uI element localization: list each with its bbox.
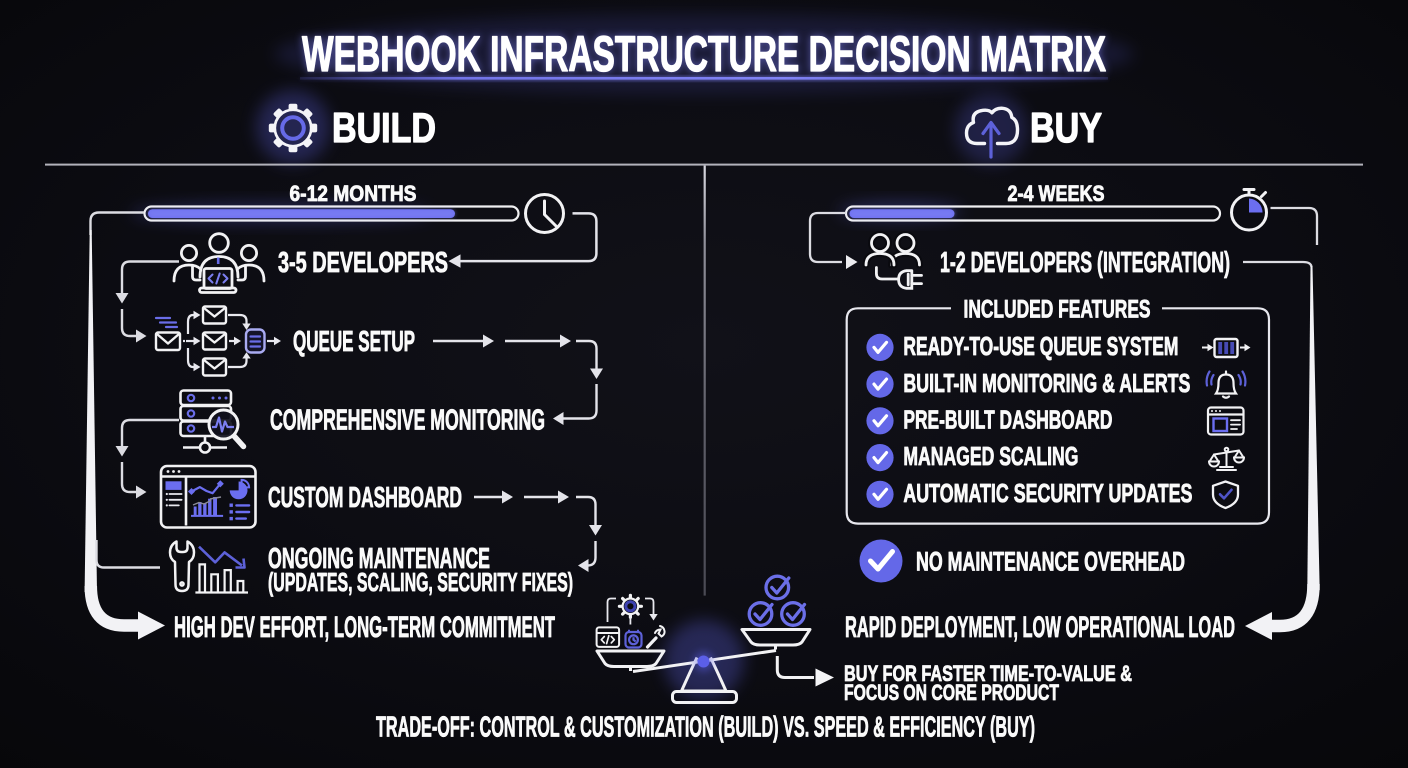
svg-text:NO MAINTENANCE OVERHEAD: NO MAINTENANCE OVERHEAD xyxy=(916,547,1185,577)
svg-text:CUSTOM DASHBOARD: CUSTOM DASHBOARD xyxy=(268,482,462,514)
svg-text:BUILD: BUILD xyxy=(332,104,436,151)
svg-text:COMPREHENSIVE MONITORING: COMPREHENSIVE MONITORING xyxy=(270,405,545,437)
svg-text:AUTOMATIC SECURITY UPDATES: AUTOMATIC SECURITY UPDATES xyxy=(903,480,1192,508)
svg-text:READY-TO-USE QUEUE SYSTEM: READY-TO-USE QUEUE SYSTEM xyxy=(903,333,1178,361)
svg-text:WEBHOOK INFRASTRUCTURE DECISIO: WEBHOOK INFRASTRUCTURE DECISION MATRIX xyxy=(302,26,1106,82)
svg-text:BUY: BUY xyxy=(1030,104,1102,151)
svg-text:HIGH DEV EFFORT, LONG-TERM COM: HIGH DEV EFFORT, LONG-TERM COMMITMENT xyxy=(174,611,555,644)
svg-text:BUY FOR FASTER TIME-TO-VALUE &: BUY FOR FASTER TIME-TO-VALUE & xyxy=(844,661,1132,686)
svg-text:PRE-BUILT DASHBOARD: PRE-BUILT DASHBOARD xyxy=(903,407,1112,435)
svg-text:1-2 DEVELOPERS (INTEGRATION): 1-2 DEVELOPERS (INTEGRATION) xyxy=(940,247,1230,279)
svg-text:WEBHOOK INFRASTRUCTURE DECISIO: WEBHOOK INFRASTRUCTURE DECISION MATRIX xyxy=(302,26,1106,82)
svg-text:FOCUS ON CORE PRODUCT: FOCUS ON CORE PRODUCT xyxy=(844,680,1059,705)
svg-text:ONGOING MAINTENANCE: ONGOING MAINTENANCE xyxy=(268,543,490,575)
svg-text:TRADE-OFF: CONTROL & CUSTOMIZA: TRADE-OFF: CONTROL & CUSTOMIZATION (BUIL… xyxy=(376,712,1035,744)
svg-text:BUILT-IN MONITORING & ALERTS: BUILT-IN MONITORING & ALERTS xyxy=(903,370,1190,398)
svg-text:MANAGED SCALING: MANAGED SCALING xyxy=(903,443,1078,471)
svg-text:RAPID DEPLOYMENT, LOW OPERATIO: RAPID DEPLOYMENT, LOW OPERATIONAL LOAD xyxy=(845,611,1235,644)
svg-text:2-4 WEEKS: 2-4 WEEKS xyxy=(1008,181,1105,206)
svg-text:QUEUE SETUP: QUEUE SETUP xyxy=(293,326,415,358)
svg-text:3-5 DEVELOPERS: 3-5 DEVELOPERS xyxy=(278,247,448,279)
svg-text:INCLUDED FEATURES: INCLUDED FEATURES xyxy=(964,295,1151,323)
svg-text:(UPDATES, SCALING, SECURITY FI: (UPDATES, SCALING, SECURITY FIXES) xyxy=(268,567,573,597)
svg-text:6-12 MONTHS: 6-12 MONTHS xyxy=(290,181,417,206)
